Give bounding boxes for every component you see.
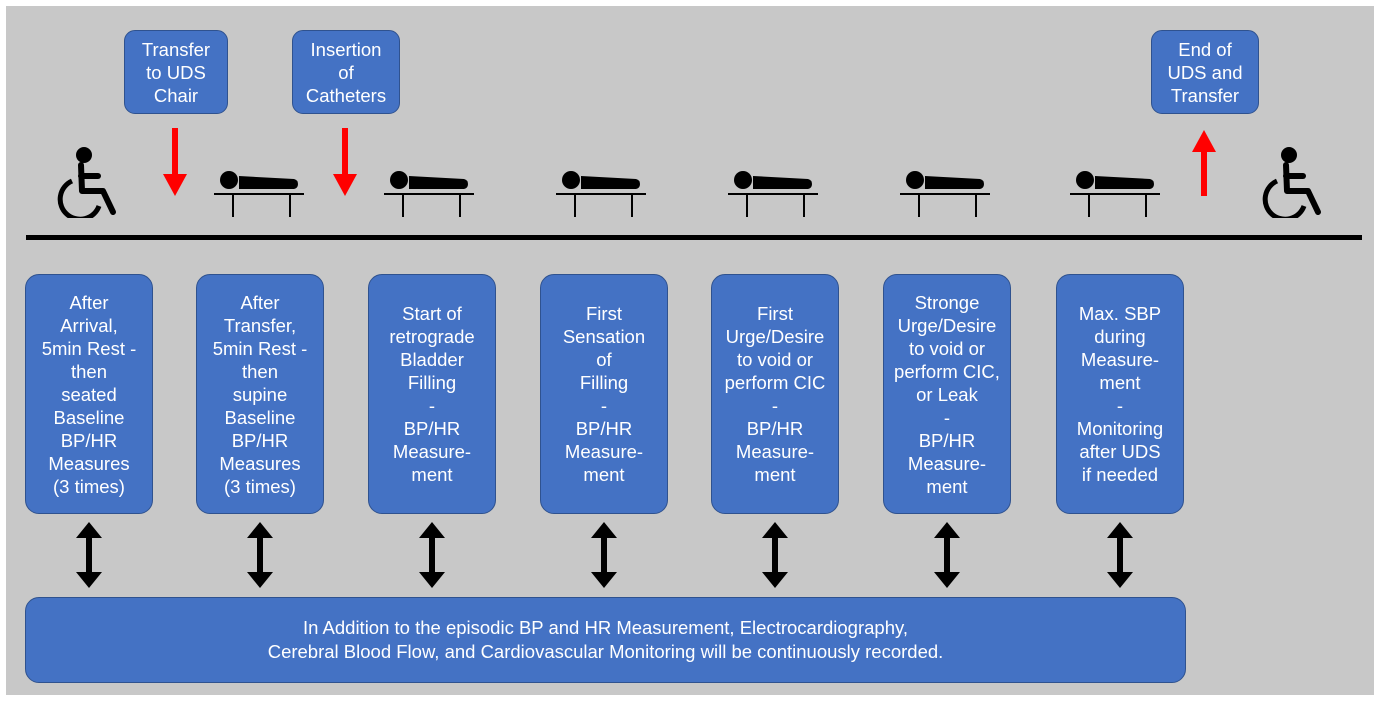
step-box-arrival: After Arrival, 5min Rest - then seated B… (25, 274, 153, 514)
insertion-of-catheters-box: Insertion of Catheters (292, 30, 400, 114)
double-arrow-icon (591, 522, 617, 588)
wheelchair-icon (57, 147, 116, 218)
double-arrow-icon (934, 522, 960, 588)
step-box-first-urge: First Urge/Desire to void or perform CIC… (711, 274, 839, 514)
patient-lying-icon (728, 171, 818, 217)
transfer-to-uds-box: Transfer to UDS Chair (124, 30, 228, 114)
patient-lying-icon (384, 171, 474, 217)
step-box-start-filling: Start of retrograde Bladder Filling - BP… (368, 274, 496, 514)
double-arrow-icon (247, 522, 273, 588)
double-arrow-icon (1107, 522, 1133, 588)
patient-lying-icon (214, 171, 304, 217)
patient-lying-icon (1070, 171, 1160, 217)
timeline-divider (26, 235, 1362, 240)
continuous-monitoring-note: In Addition to the episodic BP and HR Me… (25, 597, 1186, 683)
double-arrow-icon (76, 522, 102, 588)
wheelchair-icon (1262, 147, 1321, 218)
patient-lying-icon (900, 171, 990, 217)
red-arrow-up-icon (1192, 130, 1216, 196)
double-arrow-icon (419, 522, 445, 588)
double-arrow-icon (762, 522, 788, 588)
step-box-strong-urge: Stronge Urge/Desire to void or perform C… (883, 274, 1011, 514)
step-box-max-sbp: Max. SBP during Measure- ment - Monitori… (1056, 274, 1184, 514)
step-box-transfer: After Transfer, 5min Rest - then supine … (196, 274, 324, 514)
red-arrow-down-icon (163, 128, 187, 196)
red-arrow-down-icon (333, 128, 357, 196)
end-of-uds-box: End of UDS and Transfer (1151, 30, 1259, 114)
diagram-canvas: Transfer to UDS Chair Insertion of Cathe… (6, 6, 1374, 695)
step-box-first-sensation: First Sensation of Filling - BP/HR Measu… (540, 274, 668, 514)
patient-lying-icon (556, 171, 646, 217)
